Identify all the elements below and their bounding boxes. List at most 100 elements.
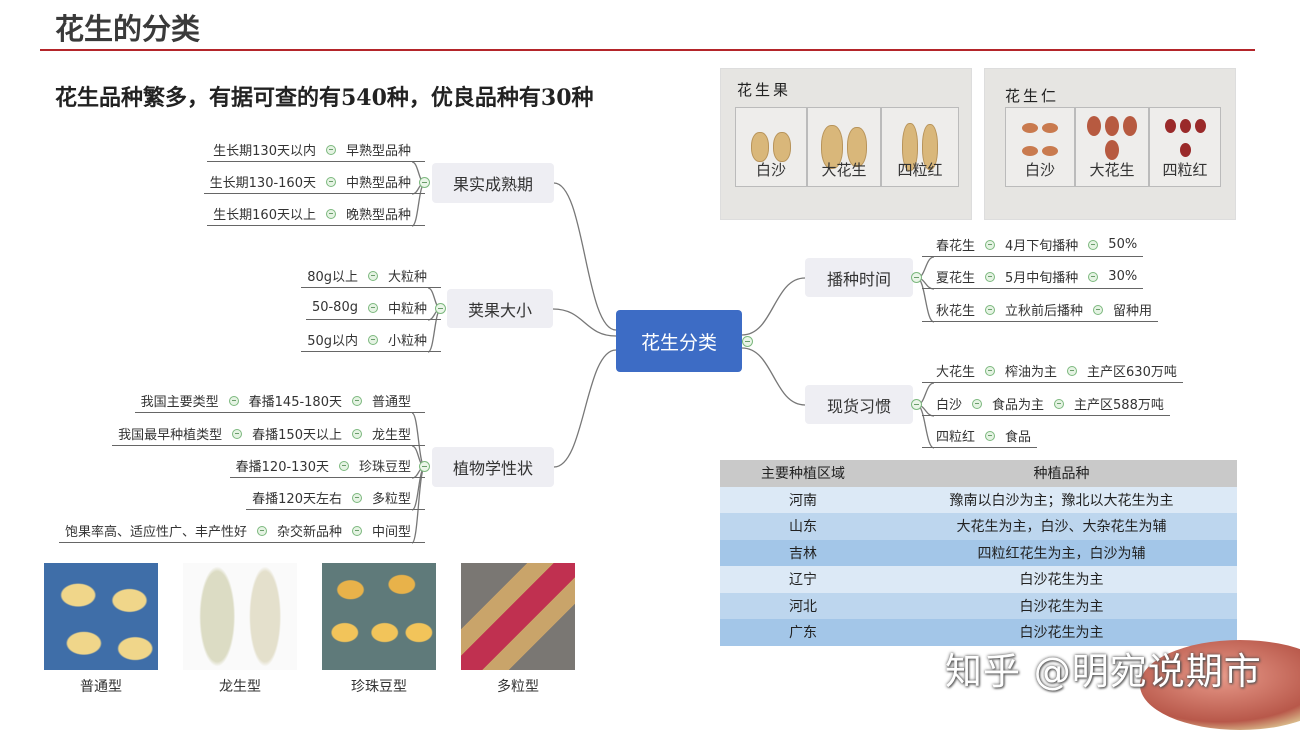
collapse-icon[interactable] [1093,304,1104,315]
collapse-icon[interactable] [972,398,983,409]
center-node[interactable]: 花生分类 [616,310,742,372]
leaf-text: 早熟型品种 [345,144,411,159]
connector-line [553,349,617,468]
leaf-botany[interactable]: 春播120天左右多粒型 [246,486,425,510]
collapse-sowing-icon[interactable] [911,272,922,283]
leaf-text: 杂交新品种 [276,525,342,540]
leaf-botany[interactable]: 我国主要类型春播145-180天普通型 [134,389,425,413]
leaf-text: 榨油为主 [1005,365,1058,380]
leaf-maturity[interactable]: 生长期160天以上 晚熟型品种 [207,202,425,226]
leaf-spot[interactable]: 白沙食品为主主产区588万吨 [922,392,1170,416]
collapse-icon[interactable] [367,302,378,313]
branch-pod-size[interactable]: 荚果大小 [447,289,553,328]
table-row: 广东白沙花生为主 [720,619,1237,646]
cell-variety: 白沙花生为主 [1019,572,1104,589]
collapse-icon[interactable] [985,304,996,315]
leaf-text: 生长期160天以上 [213,208,316,223]
collapse-icon[interactable] [985,271,996,282]
leaf-text: 普通型 [371,395,411,410]
collapse-botany-icon[interactable] [419,461,430,472]
connector-line [553,182,617,331]
leaf-text: 5月中旬播种 [1005,271,1079,286]
collapse-icon[interactable] [367,334,378,345]
cell-region: 河北 [789,598,817,615]
collapse-spot-icon[interactable] [911,399,922,410]
leaf-text: 中熟型品种 [345,176,411,191]
leaf-text: 晚熟型品种 [345,208,411,223]
table-row: 辽宁白沙花生为主 [720,566,1237,593]
leaf-botany[interactable]: 饱果率高、适应性广、丰产性好杂交新品种中间型 [58,519,425,543]
leaf-text: 夏花生 [936,271,976,286]
branch-spot[interactable]: 现货习惯 [805,385,913,424]
leaf-text: 春播145-180天 [248,395,342,410]
leaf-text: 食品 [1005,430,1032,445]
collapse-icon[interactable] [367,270,378,281]
collapse-icon[interactable] [1088,271,1099,282]
leaf-text: 春播120-130天 [235,460,329,475]
cell-variety: 白沙花生为主 [1019,598,1104,615]
collapse-icon[interactable] [351,525,362,536]
table-row: 山东大花生为主，白沙、大杂花生为辅 [720,513,1237,540]
collapse-icon[interactable] [1088,239,1099,250]
collapse-icon[interactable] [256,525,267,536]
collapse-icon[interactable] [228,395,239,406]
collapse-icon[interactable] [1067,365,1078,376]
putong-type-image [44,563,158,670]
collapse-icon[interactable] [985,430,996,441]
collapse-icon[interactable] [351,492,362,503]
photo-label: 大花生 [821,161,867,179]
planting-region-table: 主要种植区域 种植品种 河南豫南以白沙为主；豫北以大花生为主山东大花生为主，白沙… [720,460,1237,646]
leaf-text: 春花生 [936,239,976,254]
cell-region: 山东 [789,519,817,536]
peanut-kernel-photo: 花生仁 白沙 大花生 四粒红 [984,68,1236,220]
collapse-icon[interactable] [351,428,362,439]
leaf-spot[interactable]: 大花生榨油为主主产区630万吨 [922,359,1183,383]
bottom-image-label: 龙生型 [219,679,261,695]
leaf-text: 多粒型 [371,492,411,507]
collapse-icon[interactable] [985,239,996,250]
leaf-text: 生长期130-160天 [209,176,316,191]
collapse-icon[interactable] [985,365,996,376]
collapse-icon[interactable] [351,395,362,406]
leaf-text: 珍珠豆型 [358,460,411,475]
photo-caption: 花生果 [737,81,792,99]
branch-maturity[interactable]: 果实成熟期 [432,163,554,203]
slide-title: 花生的分类 [55,12,201,46]
collapse-icon[interactable] [1054,398,1065,409]
leaf-maturity[interactable]: 生长期130-160天 中熟型品种 [203,170,425,194]
cell-region: 广东 [789,625,817,642]
collapse-icon[interactable] [325,144,336,155]
collapse-maturity-icon[interactable] [419,177,430,188]
leaf-botany[interactable]: 春播120-130天 珍珠豆型 [229,454,425,478]
leaf-text: 50g以内 [307,334,358,349]
leaf-pod-size[interactable]: 50g以内小粒种 [301,328,441,352]
collapse-center-icon[interactable] [742,336,753,347]
collapse-icon[interactable] [325,208,336,219]
leaf-text: 中粒种 [387,302,427,317]
connector-line [741,277,806,336]
leaf-botany[interactable]: 我国最早种植类型春播150天以上龙生型 [112,422,425,446]
branch-botany[interactable]: 植物学性状 [432,447,554,487]
leaf-text: 龙生型 [371,428,411,443]
leaf-text: 留种用 [1113,304,1153,319]
branch-sowing[interactable]: 播种时间 [805,258,913,297]
bottom-image-label: 多粒型 [497,679,539,695]
collapse-icon[interactable] [338,460,349,471]
leaf-text: 4月下旬播种 [1005,239,1079,254]
leaf-spot[interactable]: 四粒红 食品 [922,424,1038,448]
collapse-pod-size-icon[interactable] [435,303,446,314]
leaf-maturity[interactable]: 生长期130天以内早熟型品种 [207,138,425,162]
connector-line [741,347,806,406]
collapse-icon[interactable] [325,176,336,187]
collapse-icon[interactable] [232,428,243,439]
kernel-silihong: 四粒红 [1149,107,1221,187]
leaf-text: 食品为主 [992,398,1045,413]
leaf-sowing[interactable]: 夏花生 5月中旬播种 30% [922,265,1144,289]
leaf-text: 30% [1108,269,1138,284]
leaf-pod-size[interactable]: 80g以上大粒种 [301,264,441,288]
leaf-text: 四粒红 [936,430,976,445]
leaf-sowing[interactable]: 秋花生立秋前后播种留种用 [922,298,1159,322]
table-header: 主要种植区域 种植品种 [720,460,1237,487]
